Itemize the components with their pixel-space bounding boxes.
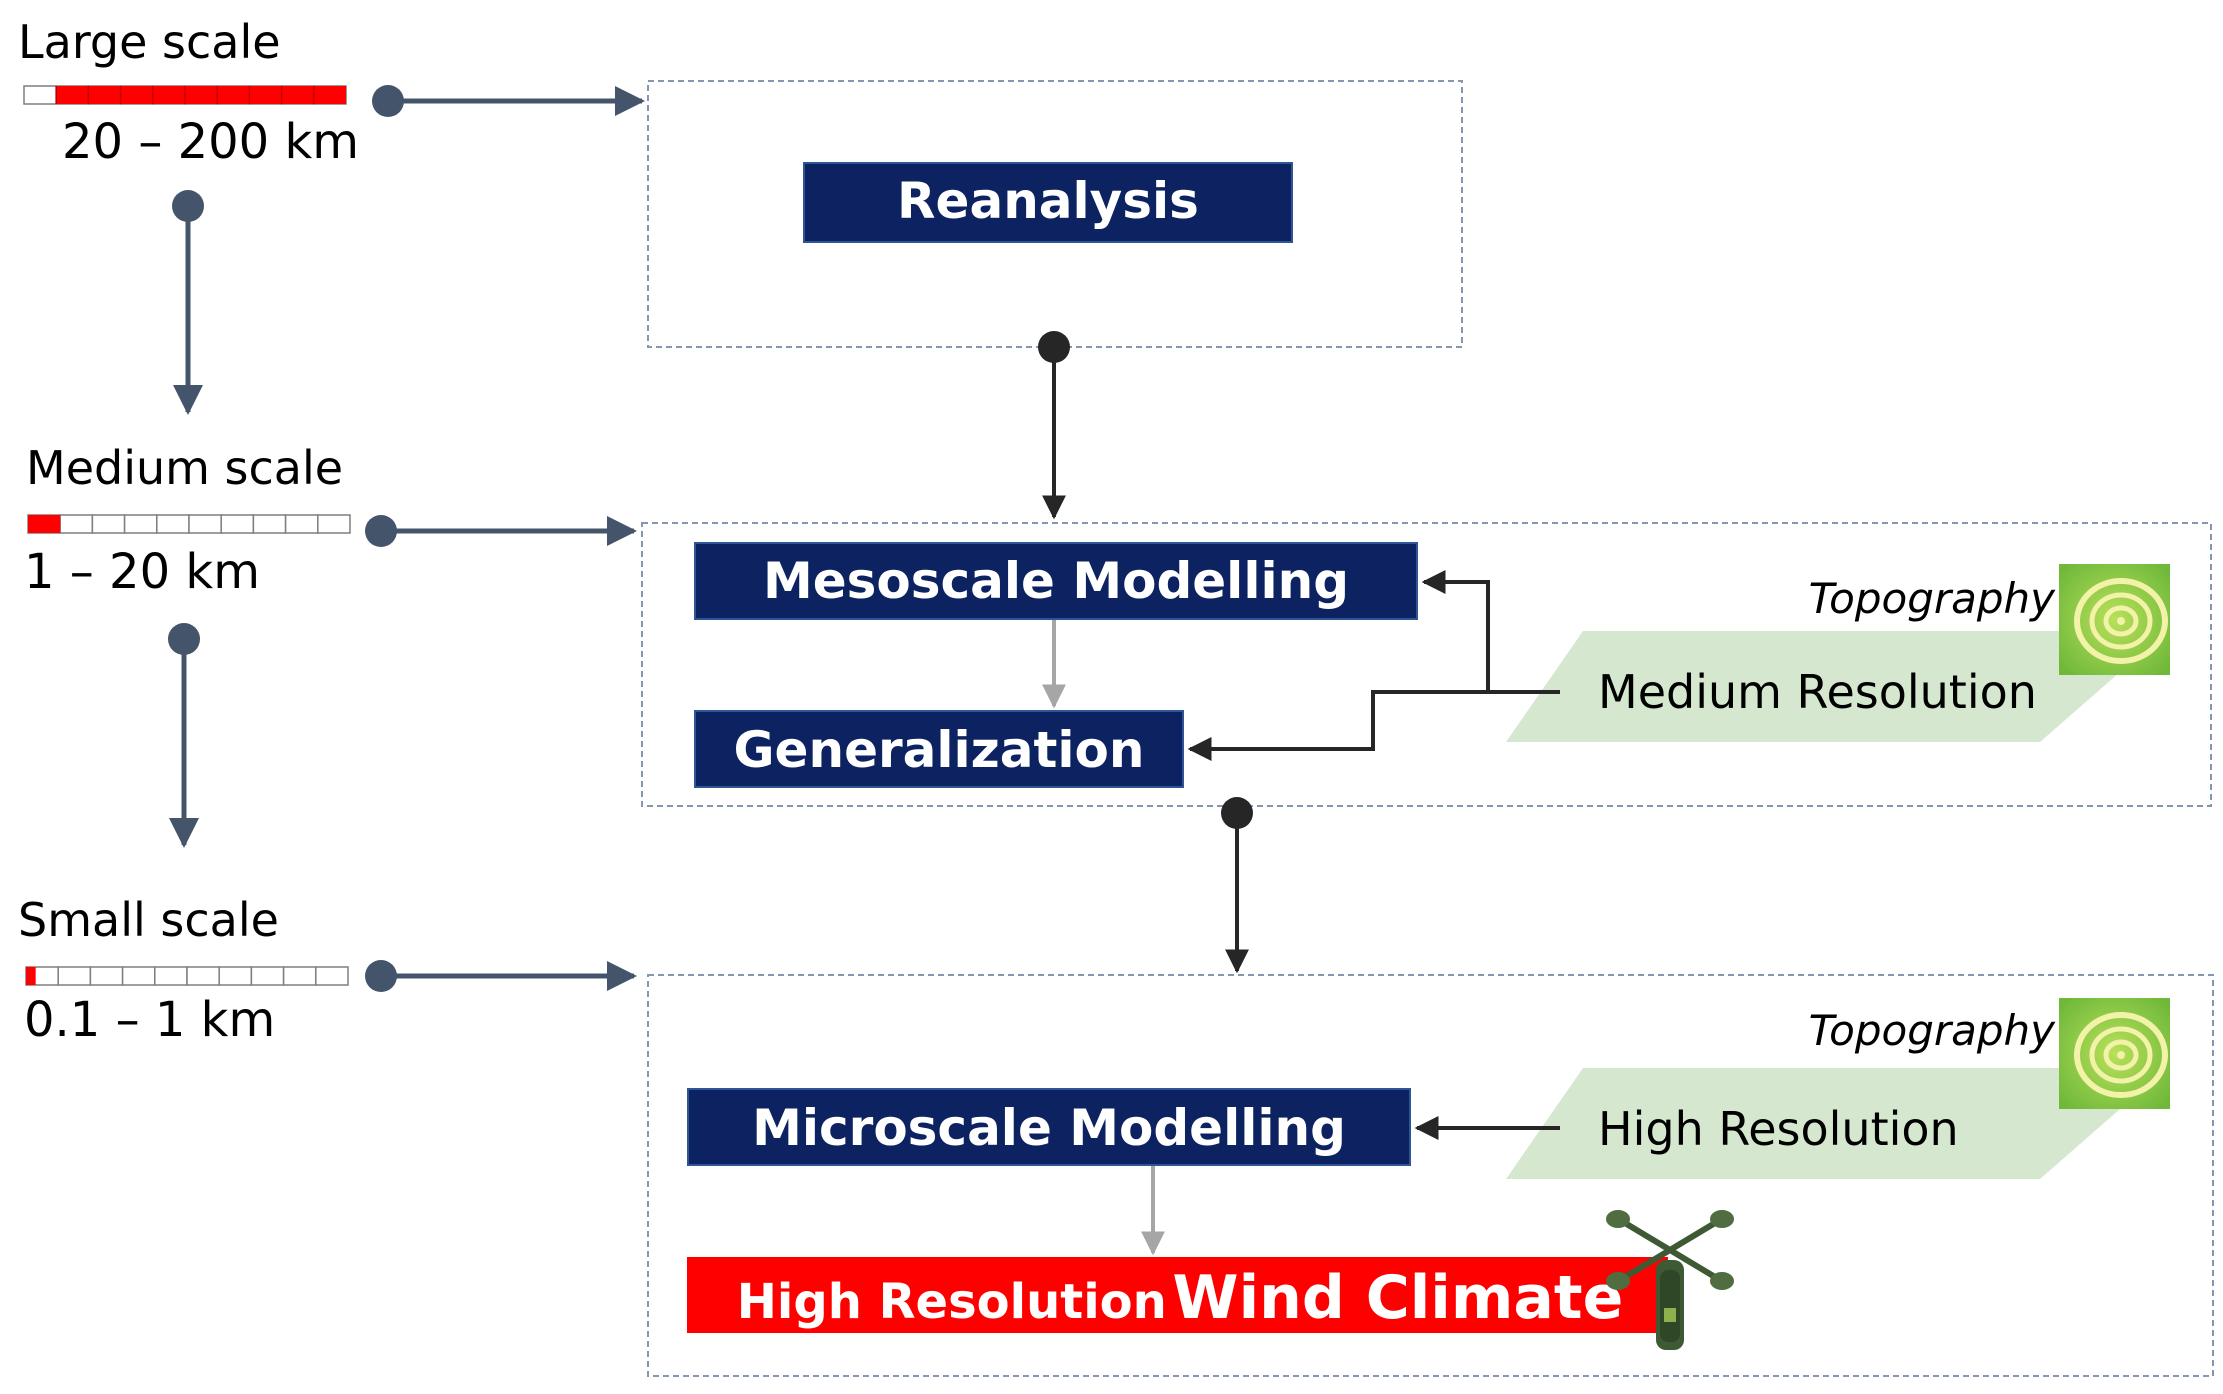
scale-bar-segment xyxy=(284,514,319,534)
scale-large-range: 20 – 200 km xyxy=(62,114,359,170)
mesoscale-box xyxy=(694,542,1418,620)
scale-bar-fill xyxy=(56,86,346,104)
scale-bar-segment xyxy=(59,514,94,534)
medium-resolution-to-generalization-arrow xyxy=(1187,690,1560,761)
scale-bar-segment xyxy=(252,514,287,534)
microscale-box xyxy=(687,1088,1411,1166)
scale-medium-label: Medium scale xyxy=(26,441,343,495)
scale-bar-segment xyxy=(57,966,92,986)
scale-bar-segment xyxy=(315,966,349,986)
wind-climate-prefix: High Resolution xyxy=(737,1274,1167,1330)
scale-bar-segment xyxy=(282,966,317,986)
generalization-label: Generalization xyxy=(734,721,1145,779)
scale-bar-segment xyxy=(89,966,124,986)
frame-medium: Medium Resolution Topography Mesoscale M… xyxy=(641,522,2212,807)
scale-bar-segment xyxy=(218,966,253,986)
wind-climate-box xyxy=(687,1257,1668,1333)
medium-resolution-to-mesoscale-arrow xyxy=(1421,570,1560,694)
scale-bar-fill xyxy=(28,515,61,533)
scale-large-label: Large scale xyxy=(18,15,281,69)
frame-medium-border xyxy=(641,522,2212,807)
scale-bar-segment xyxy=(23,85,57,105)
scale-small-label: Small scale xyxy=(18,893,279,947)
frame-large: Reanalysis xyxy=(647,80,1463,348)
high-topography-caption: Topography xyxy=(1809,1006,2056,1055)
scale-bar-segment xyxy=(121,966,156,986)
scale-bar-segment xyxy=(220,514,255,534)
scale-bar-fill xyxy=(26,967,36,985)
high-resolution-parallelogram xyxy=(1506,1068,2167,1179)
frame-small: High Resolution Topography Microscale Mo… xyxy=(647,974,2214,1377)
scale-small: Small scale 0.1 – 1 km xyxy=(18,893,637,1048)
scale-bar-segment xyxy=(317,514,351,534)
scale-medium-bar xyxy=(27,514,351,534)
scale-bar-segment xyxy=(188,514,222,534)
microscale-label: Microscale Modelling xyxy=(752,1099,1346,1157)
reanalysis-box xyxy=(803,162,1293,243)
wind-climate-label: High Resolution Wind Climate xyxy=(737,1263,1624,1333)
scale-medium-range: 1 – 20 km xyxy=(24,544,260,600)
topography-icon xyxy=(2059,998,2170,1109)
medium-topography-caption: Topography xyxy=(1809,574,2056,623)
reanalysis-label: Reanalysis xyxy=(897,172,1199,230)
frame-small-border xyxy=(647,974,2214,1377)
scale-small-range: 0.1 – 1 km xyxy=(24,992,275,1048)
scale-bar-segment xyxy=(186,966,220,986)
wind-climate-suffix: Wind Climate xyxy=(1172,1263,1623,1333)
scale-bar-segment xyxy=(154,966,188,986)
medium-resolution-label: Medium Resolution xyxy=(1598,665,2037,719)
scale-bar-segment xyxy=(91,514,126,534)
mesoscale-label: Mesoscale Modelling xyxy=(763,552,1349,610)
scale-small-bar xyxy=(25,966,349,986)
scale-medium: Medium scale 1 – 20 km xyxy=(24,441,637,848)
anemometer-icon xyxy=(1606,1210,1734,1350)
scale-large: Large scale 20 – 200 km xyxy=(18,15,645,415)
scale-bar-segment xyxy=(250,966,285,986)
topography-icon xyxy=(2059,564,2170,675)
high-resolution-label: High Resolution xyxy=(1598,1102,1959,1156)
medium-resolution-parallelogram xyxy=(1506,631,2167,742)
scale-large-bar xyxy=(23,85,347,105)
generalization-box xyxy=(694,710,1184,788)
scale-bar-segment xyxy=(123,514,158,534)
scale-bar-segment xyxy=(156,514,190,534)
